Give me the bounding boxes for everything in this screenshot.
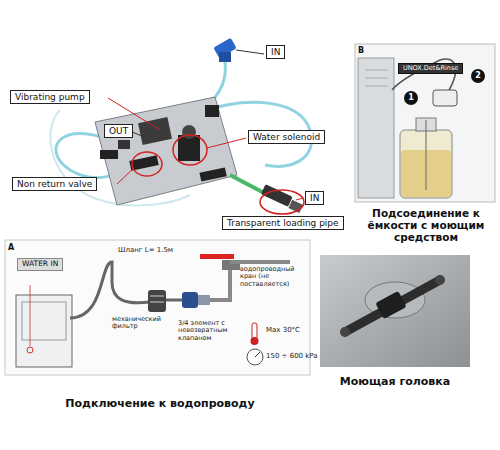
panel-caption: Подсоединение к ёмкости с моющим средств… <box>360 207 492 243</box>
label-text: WATER IN <box>22 260 58 269</box>
panel-letter: A <box>8 243 14 252</box>
detergent-panel <box>355 44 495 202</box>
inlet-label: WATER IN <box>17 258 63 271</box>
part-label-box: Water solenoid <box>248 130 325 144</box>
part-label-box: IN <box>305 191 324 205</box>
part-label-box: Vibrating pump <box>10 90 90 104</box>
panel-caption: Подключение к водопроводу <box>30 398 290 411</box>
part-label-box: IN <box>266 45 285 59</box>
product-label: UNOX.Det&Rinse <box>398 63 463 74</box>
label-text: OUT <box>109 126 128 136</box>
panel-caption: Моющая головка <box>320 376 470 389</box>
tap-note: водопроводный кран (не поставляется) <box>240 266 306 288</box>
hose-length: Шланг L= 1.5м <box>118 246 173 254</box>
label-text: Non return valve <box>17 179 92 189</box>
fitting-label: 3/4 элемент с невозвратным клапаном <box>178 320 248 342</box>
label-text: Water solenoid <box>253 132 320 142</box>
callout-number: 1 <box>408 93 414 102</box>
temperature-limit: Max 30°C <box>266 326 300 334</box>
label-text: IN <box>271 47 280 57</box>
filter-label: механический фильтр <box>112 316 172 331</box>
washing-head-photo <box>320 255 470 367</box>
panel-letter: B <box>358 46 364 55</box>
label-text: IN <box>310 193 319 203</box>
part-label-box: Transparent loading pipe <box>222 216 344 230</box>
label-text: Transparent loading pipe <box>227 218 339 228</box>
pressure-range: 150 ÷ 600 kPa <box>266 352 318 360</box>
water-panel <box>5 240 310 375</box>
part-label-box: Non return valve <box>12 177 97 191</box>
part-label-box: OUT <box>104 124 133 138</box>
label-text: Vibrating pump <box>15 92 85 102</box>
callout-number: 2 <box>475 71 481 80</box>
label-text: UNOX.Det&Rinse <box>403 65 458 72</box>
